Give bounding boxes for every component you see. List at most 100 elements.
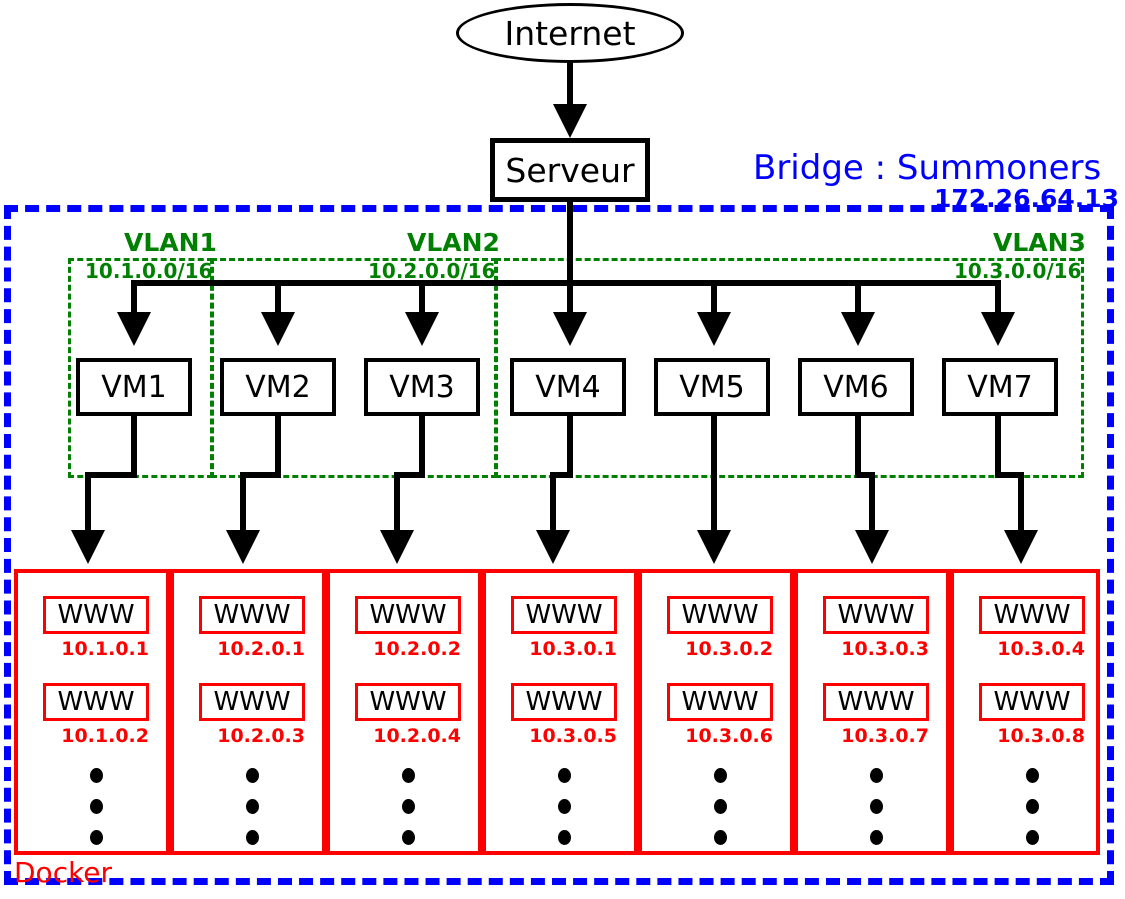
container-ip: 10.3.0.8 <box>997 725 1085 747</box>
internet-node: Internet <box>456 3 684 63</box>
vm-label-7: VM7 <box>967 369 1033 405</box>
internet-label: Internet <box>504 13 636 53</box>
vm2-to-docker-arrow <box>226 530 260 564</box>
ellipsis-dot <box>1026 768 1039 783</box>
container-label: WWW <box>213 600 291 630</box>
bridge-boundary <box>4 205 1114 885</box>
container-ip: 10.3.0.2 <box>685 638 773 660</box>
container-label: WWW <box>837 600 915 630</box>
vm-node-7: VM7 <box>942 358 1058 416</box>
vm-node-2: VM2 <box>220 358 336 416</box>
bridge-title: Bridge : Summoners <box>753 148 1102 188</box>
vm6-to-docker-arrow <box>855 530 889 564</box>
ellipsis-dot <box>870 830 883 845</box>
vm3-to-docker-seg2 <box>394 472 400 534</box>
bus-arrow-vm5 <box>697 312 731 346</box>
bus-arrow-vm2 <box>261 312 295 346</box>
vm-node-6: VM6 <box>798 358 914 416</box>
docker-column-5: WWW 10.3.0.2 WWW 10.3.0.6 <box>638 569 794 855</box>
ellipsis-dot <box>90 799 103 814</box>
container-ip: 10.3.0.3 <box>841 638 929 660</box>
container-ip: 10.1.0.1 <box>61 638 149 660</box>
container-box: WWW <box>199 596 305 634</box>
vm1-to-docker-arrow <box>71 530 105 564</box>
container-label: WWW <box>369 600 447 630</box>
container-label: WWW <box>837 687 915 717</box>
vm7-to-docker-arrow <box>1004 530 1038 564</box>
bus-arrow-vm6 <box>841 312 875 346</box>
container-label: WWW <box>57 600 135 630</box>
container-box: WWW <box>355 596 461 634</box>
ellipsis-dot <box>558 799 571 814</box>
container-label: WWW <box>369 687 447 717</box>
bus-arrow-vm4 <box>553 312 587 346</box>
vm-label-5: VM5 <box>679 369 745 405</box>
bus-drop-vm6 <box>855 280 861 316</box>
bus-drop-vm3 <box>419 280 425 316</box>
container-label: WWW <box>993 687 1071 717</box>
container-ip: 10.2.0.3 <box>217 725 305 747</box>
vlan-distribution-bus <box>134 280 998 286</box>
container-box: WWW <box>979 683 1085 721</box>
vm4-to-docker-jog <box>550 472 573 478</box>
container-ip: 10.3.0.5 <box>529 725 617 747</box>
vm-node-5: VM5 <box>654 358 770 416</box>
bridge-ip-label: 172.26.64.13 <box>934 184 1120 213</box>
vm-node-4: VM4 <box>510 358 626 416</box>
container-ip: 10.2.0.4 <box>373 725 461 747</box>
docker-column-1: WWW 10.1.0.1 WWW 10.1.0.2 <box>14 569 170 855</box>
vm6-to-docker-seg2 <box>869 472 875 534</box>
bus-drop-vm2 <box>275 280 281 316</box>
ellipsis-dot <box>1026 799 1039 814</box>
vm3-to-docker-seg1 <box>419 414 425 478</box>
internet-to-server-line <box>567 62 573 110</box>
container-box: WWW <box>43 683 149 721</box>
server-to-bus-line <box>567 200 573 282</box>
ellipsis-dot <box>246 799 259 814</box>
internet-to-server-arrow <box>553 104 587 138</box>
vm-node-1: VM1 <box>76 358 192 416</box>
vm-node-3: VM3 <box>364 358 480 416</box>
vlan-label-3: VLAN3 <box>993 228 1086 257</box>
bus-drop-vm1 <box>131 280 137 316</box>
container-box: WWW <box>511 683 617 721</box>
container-ip: 10.1.0.2 <box>61 725 149 747</box>
vm4-to-docker-arrow <box>536 530 570 564</box>
docker-boundary: WWW 10.1.0.1 WWW 10.1.0.2 WWW 10.2.0.1 W… <box>14 569 1100 855</box>
vm1-to-docker-jog <box>85 472 137 478</box>
ellipsis-dot <box>714 830 727 845</box>
ellipsis-dot <box>246 830 259 845</box>
container-box: WWW <box>43 596 149 634</box>
vm5-to-docker-arrow <box>697 530 731 564</box>
vm1-to-docker-seg2 <box>85 472 91 534</box>
container-box: WWW <box>667 683 773 721</box>
container-ip: 10.3.0.7 <box>841 725 929 747</box>
vm3-to-docker-jog <box>394 472 425 478</box>
ellipsis-dot <box>558 768 571 783</box>
vlan-subnet-3: 10.3.0.0/16 <box>954 259 1082 283</box>
ellipsis-dot <box>246 768 259 783</box>
ellipsis-dot <box>558 830 571 845</box>
docker-column-6: WWW 10.3.0.3 WWW 10.3.0.7 <box>794 569 950 855</box>
container-label: WWW <box>525 600 603 630</box>
vm5-to-docker-seg1 <box>711 414 717 534</box>
bus-drop-vm4 <box>567 280 573 316</box>
vlan-label-2: VLAN2 <box>407 228 500 257</box>
container-box: WWW <box>823 683 929 721</box>
vm4-to-docker-seg2 <box>550 472 556 534</box>
ellipsis-dot <box>870 799 883 814</box>
ellipsis-dot <box>90 830 103 845</box>
ellipsis-dot <box>1026 830 1039 845</box>
vm6-to-docker-jog <box>855 472 875 478</box>
bus-arrow-vm3 <box>405 312 439 346</box>
vlan-subnet-2: 10.2.0.0/16 <box>368 259 496 283</box>
container-box: WWW <box>667 596 773 634</box>
container-ip: 10.3.0.1 <box>529 638 617 660</box>
container-box: WWW <box>199 683 305 721</box>
container-box: WWW <box>823 596 929 634</box>
vm-label-4: VM4 <box>535 369 601 405</box>
ellipsis-dot <box>90 768 103 783</box>
vm3-to-docker-arrow <box>380 530 414 564</box>
container-label: WWW <box>525 687 603 717</box>
